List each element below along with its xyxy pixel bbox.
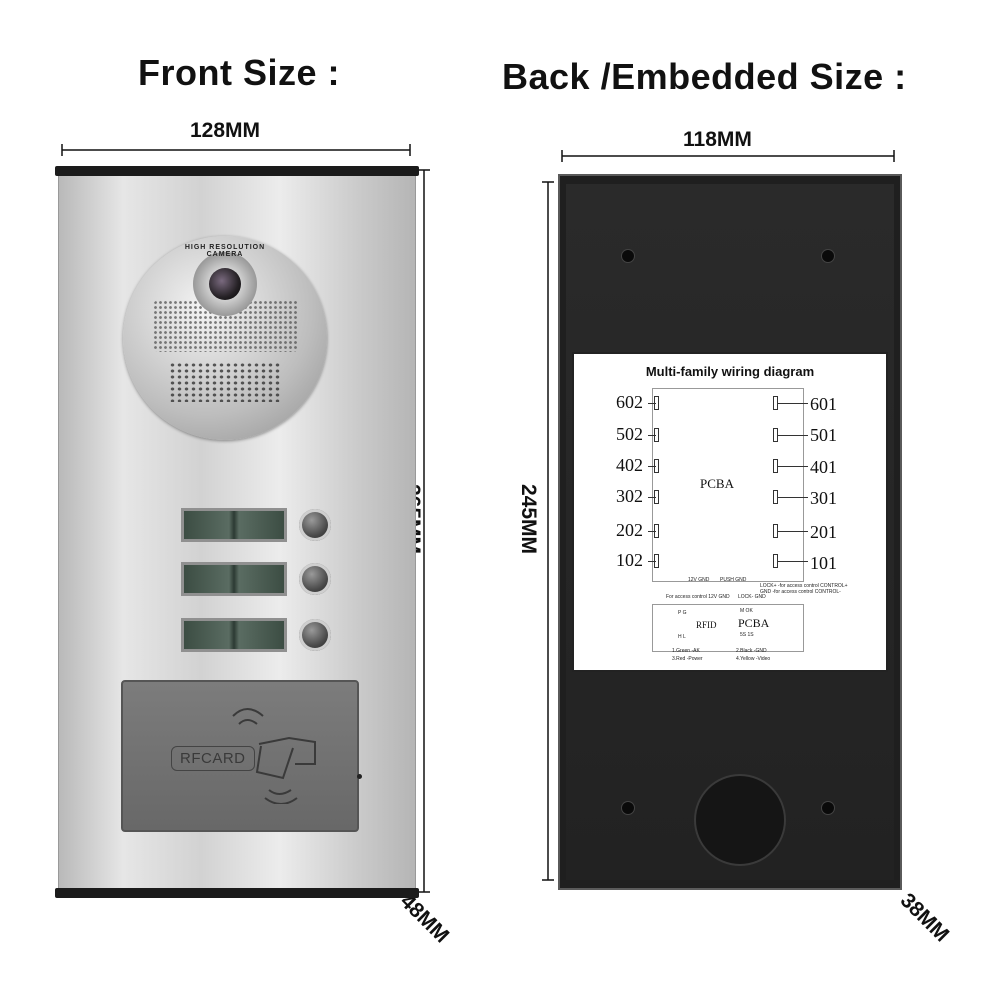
unit-label-left: 102 (616, 550, 643, 570)
rfid-pcba-box (652, 604, 804, 652)
pcba-label: PCBA (700, 476, 734, 491)
cable-hole (696, 776, 784, 864)
mok-label: M OK (740, 608, 753, 614)
microphone-holes (169, 362, 281, 402)
screw-hole-icon (822, 802, 834, 814)
front-bottom-cap (55, 888, 419, 898)
camera-module: HIGH RESOLUTION CAMERA (123, 236, 327, 440)
ss-label: 5S 1S (740, 632, 754, 638)
connector-line (778, 531, 808, 532)
lock-gnd-label: LOCK- GND (738, 594, 766, 600)
pg-label: P G (678, 610, 687, 616)
camera-text: HIGH RESOLUTION CAMERA (184, 244, 266, 258)
connector-icon (773, 459, 778, 473)
unit-label-right: 101 (810, 553, 837, 573)
connector-line (778, 466, 808, 467)
unit-label-left: 502 (616, 424, 643, 444)
wiring-diagram: Multi-family wiring diagram PCBA 602 502… (572, 352, 888, 672)
pcba-box (652, 388, 804, 582)
connector-line (648, 403, 656, 404)
front-panel: HIGH RESOLUTION CAMERA RFCARD (55, 166, 419, 898)
camera-lens-ring (193, 252, 257, 316)
front-size-title: Front Size : (138, 52, 340, 93)
lock-label-1: LOCK+ -for access control CONTROL+ (760, 583, 848, 589)
name-plate-1 (181, 508, 287, 542)
connector-line (778, 435, 808, 436)
screw-hole-icon (622, 250, 634, 262)
access-label: For access control 12V GND (666, 594, 730, 600)
wire-legend-2: 2.Black -GND (736, 648, 767, 654)
call-button-1[interactable] (299, 509, 331, 541)
connector-line (648, 466, 656, 467)
connector-icon (773, 396, 778, 410)
unit-label-left: 602 (616, 392, 643, 412)
unit-label-right: 501 (810, 425, 837, 445)
hl-label: H L (678, 634, 686, 640)
connector-line (648, 497, 656, 498)
front-width-label: 128MM (190, 119, 261, 142)
unit-label-left: 402 (616, 455, 643, 475)
unit-label-left: 202 (616, 520, 643, 540)
connector-icon (773, 554, 778, 568)
connector-icon (773, 490, 778, 504)
back-height-label: 245MM (517, 483, 541, 555)
connector-line (648, 531, 656, 532)
push-label: PUSH GND (720, 577, 747, 583)
connector-icon (654, 428, 659, 442)
name-plate-3 (181, 618, 287, 652)
connector-icon (654, 490, 659, 504)
screw-hole-icon (822, 250, 834, 262)
camera-lens-icon (209, 268, 241, 300)
name-plate-2 (181, 562, 287, 596)
screw-hole-icon (622, 802, 634, 814)
back-size-title: Back /Embedded Size : (502, 56, 907, 97)
connector-icon (773, 428, 778, 442)
pcba2-text: PCBA (738, 616, 770, 630)
wire-legend-3: 3.Red -Power (672, 656, 703, 662)
rfid-hand-icon (232, 708, 316, 804)
connector-line (648, 561, 656, 562)
connector-icon (654, 396, 659, 410)
connector-icon (654, 459, 659, 473)
lock-label-2: GND -for access control CONTROL- (760, 589, 841, 595)
connector-line (778, 403, 808, 404)
wire-legend-4: 4.Yellow -Video (736, 656, 771, 662)
unit-label-right: 201 (810, 522, 837, 542)
wire-legend-1: 1.Green -AK (672, 648, 700, 654)
diagram-title: Multi-family wiring diagram (645, 364, 815, 379)
connector-line (778, 497, 808, 498)
connector-line (778, 561, 808, 562)
microphone-dot-icon (357, 774, 362, 779)
unit-label-right: 301 (810, 488, 837, 508)
connector-icon (773, 524, 778, 538)
call-button-2[interactable] (299, 563, 331, 595)
rfid-reader[interactable]: RFCARD (121, 680, 362, 832)
call-button-3[interactable] (299, 619, 331, 651)
connector-icon (654, 524, 659, 538)
unit-label-left: 302 (616, 486, 643, 506)
unit-label-right: 401 (810, 457, 837, 477)
rfid-text: RFID (696, 620, 717, 630)
unit-label-right: 601 (810, 394, 837, 414)
back-width-label: 118MM (683, 128, 752, 151)
rfid-card-label: RFCARD (171, 746, 255, 771)
connector-line (648, 435, 656, 436)
power-label: 12V GND (688, 577, 710, 583)
connector-icon (654, 554, 659, 568)
front-top-cap (55, 166, 419, 176)
